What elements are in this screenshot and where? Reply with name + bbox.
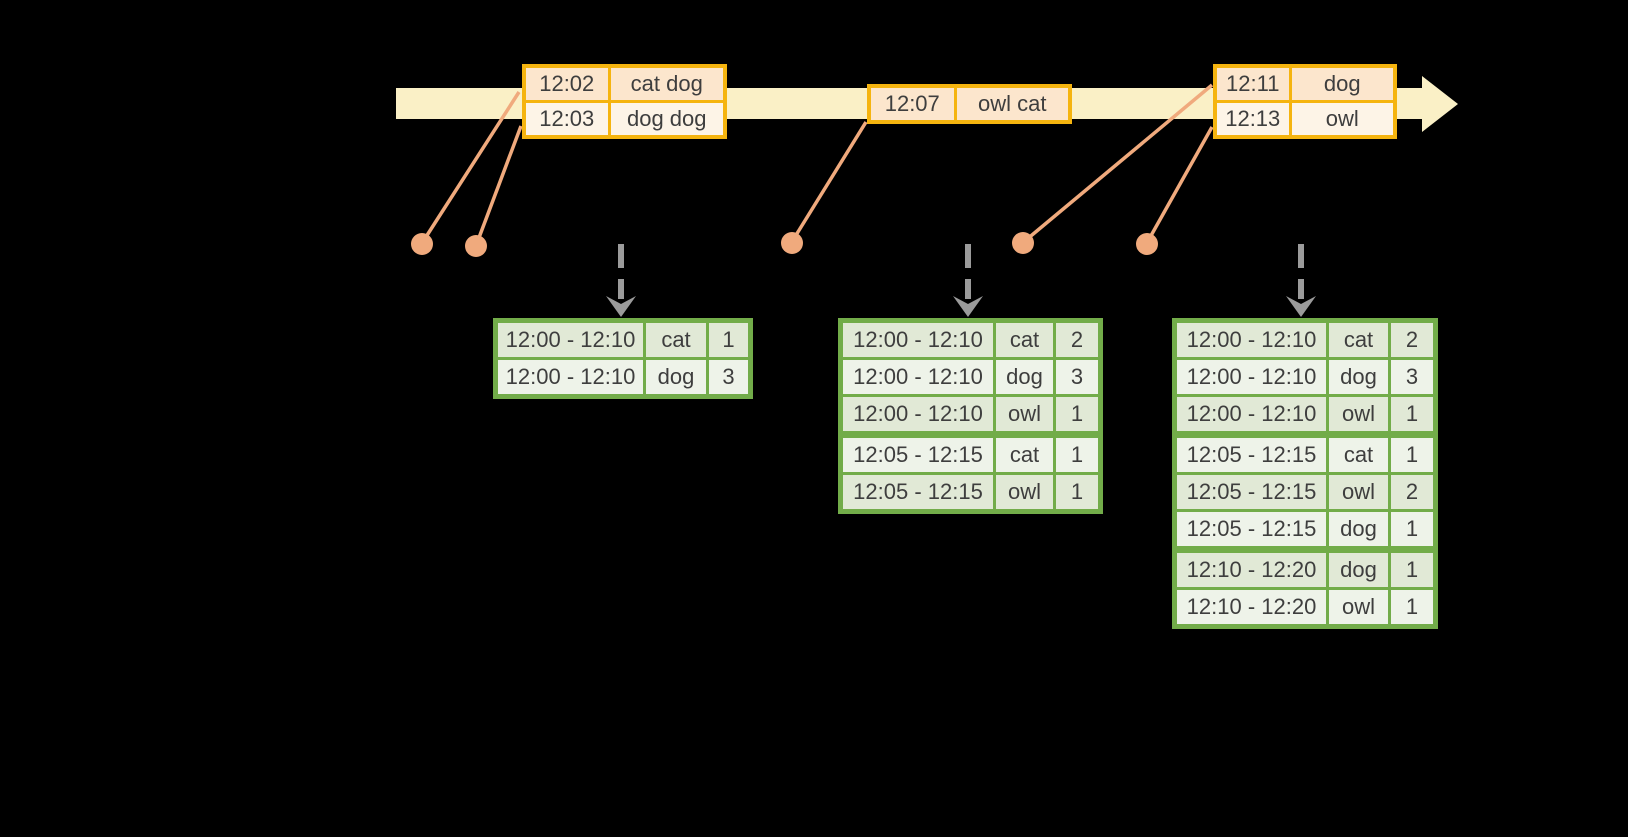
count-cell: 1: [706, 319, 752, 360]
window-cell: 12:00 - 12:10: [1173, 394, 1329, 436]
count-cell: 1: [1388, 509, 1437, 551]
count-cell: 3: [706, 357, 752, 398]
window-cell: 12:05 - 12:15: [1173, 509, 1329, 551]
window-cell: 12:05 - 12:15: [1173, 431, 1329, 475]
word-cell: dog: [1326, 357, 1391, 397]
arrow-head-icon: [606, 296, 636, 317]
words-cell: dog: [1288, 64, 1397, 103]
words-cell: cat dog: [607, 64, 727, 103]
time-cell: 12:03: [522, 100, 611, 139]
word-cell: dog: [993, 357, 1056, 397]
count-cell: 1: [1388, 394, 1437, 436]
word-cell: dog: [1326, 546, 1391, 590]
count-cell: 1: [1053, 431, 1102, 475]
connector-line: [1024, 83, 1214, 242]
connector-line: [1146, 126, 1214, 242]
window-cell: 12:00 - 12:10: [1173, 357, 1329, 397]
connector-line: [422, 91, 521, 241]
word-cell: cat: [1326, 431, 1391, 475]
count-cell: 1: [1388, 587, 1437, 628]
event-dot: [411, 233, 433, 255]
word-cell: owl: [993, 472, 1056, 513]
count-cell: 3: [1388, 357, 1437, 397]
time-cell: 12:13: [1213, 100, 1292, 139]
event-dot: [781, 232, 803, 254]
words-cell: owl: [1288, 100, 1397, 139]
word-cell: dog: [643, 357, 709, 398]
event-dot: [1136, 233, 1158, 255]
window-cell: 12:05 - 12:15: [839, 431, 996, 475]
window-cell: 12:00 - 12:10: [839, 319, 996, 360]
word-cell: cat: [993, 319, 1056, 360]
word-cell: cat: [1326, 319, 1391, 360]
window-cell: 12:00 - 12:10: [839, 394, 996, 436]
window-cell: 12:00 - 12:10: [494, 357, 646, 398]
window-cell: 12:05 - 12:15: [1173, 472, 1329, 512]
word-cell: cat: [993, 431, 1056, 475]
count-cell: 2: [1388, 319, 1437, 360]
words-cell: owl cat: [953, 84, 1072, 124]
count-cell: 1: [1388, 546, 1437, 590]
count-cell: 1: [1053, 472, 1102, 513]
word-cell: owl: [993, 394, 1056, 436]
time-cell: 12:07: [867, 84, 957, 124]
count-cell: 2: [1388, 472, 1437, 512]
count-cell: 3: [1053, 357, 1102, 397]
window-cell: 12:10 - 12:20: [1173, 546, 1329, 590]
event-dot: [1012, 232, 1034, 254]
arrow-head-icon: [953, 296, 983, 317]
timeline-arrowhead-icon: [1422, 76, 1458, 132]
count-cell: 1: [1053, 394, 1102, 436]
event-dot: [465, 235, 487, 257]
count-cell: 2: [1053, 319, 1102, 360]
word-cell: dog: [1326, 509, 1391, 551]
window-cell: 12:00 - 12:10: [839, 357, 996, 397]
time-cell: 12:02: [522, 64, 611, 103]
connector-line: [791, 121, 868, 241]
window-cell: 12:00 - 12:10: [494, 319, 646, 360]
time-cell: 12:11: [1213, 64, 1292, 103]
word-cell: owl: [1326, 587, 1391, 628]
connector-line: [475, 125, 523, 244]
arrow-head-icon: [1286, 296, 1316, 317]
words-cell: dog dog: [607, 100, 727, 139]
word-cell: owl: [1326, 394, 1391, 436]
word-cell: cat: [643, 319, 709, 360]
word-cell: owl: [1326, 472, 1391, 512]
window-cell: 12:05 - 12:15: [839, 472, 996, 513]
window-cell: 12:00 - 12:10: [1173, 319, 1329, 360]
window-cell: 12:10 - 12:20: [1173, 587, 1329, 628]
count-cell: 1: [1388, 431, 1437, 475]
